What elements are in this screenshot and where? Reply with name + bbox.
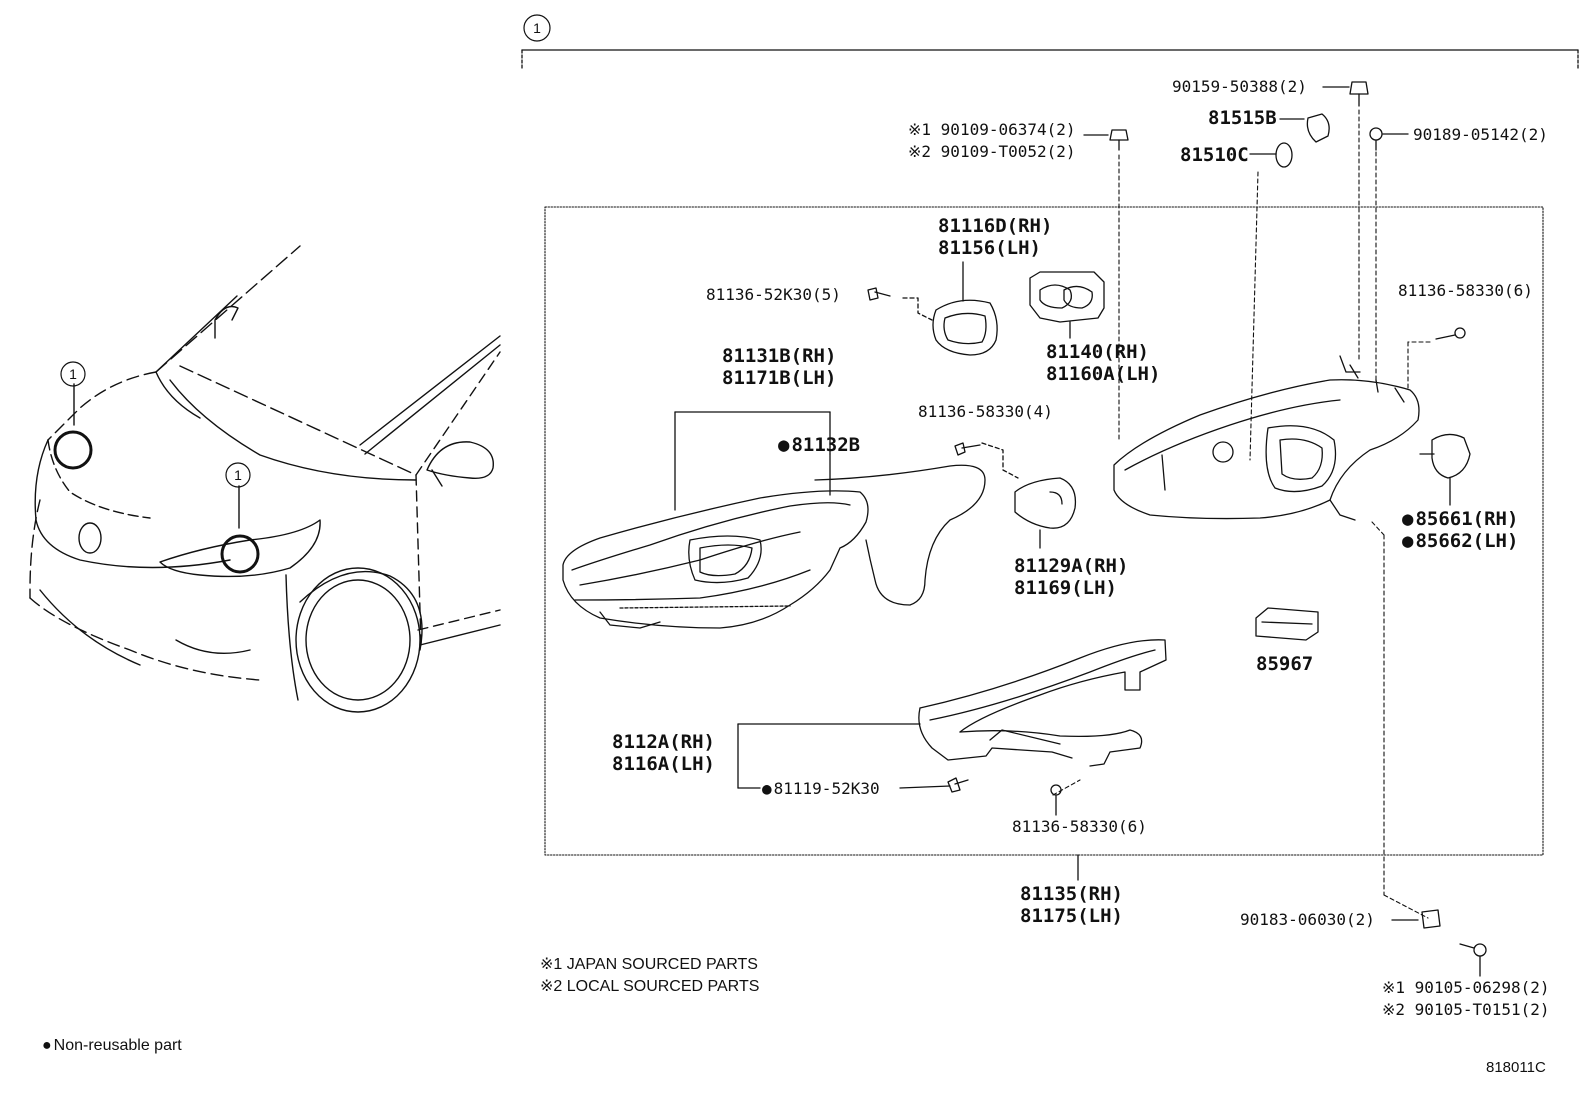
leveling-motor-drawing — [1419, 433, 1471, 506]
part-label-81136-58330-4: 81136-58330(4) — [918, 402, 1053, 421]
headlamp-location-front — [53, 430, 93, 470]
part-label-81136-58330-6-top: 81136-58330(6) — [1398, 281, 1533, 300]
part-label-81156: 81156(LH) — [938, 237, 1041, 259]
part-label-90109-local: ※2 90109-T0052(2) — [908, 142, 1076, 161]
part-label-90189: 90189-05142(2) — [1413, 125, 1548, 144]
part-label-81131b: 81131B(RH) — [722, 345, 837, 367]
bulb-81510c-drawing — [1249, 142, 1293, 168]
diagram-code: 818011C — [1486, 1059, 1546, 1076]
assembly-frame — [544, 206, 1544, 856]
screw-90159-drawing — [1322, 81, 1369, 107]
ref-number-top: 1 — [533, 20, 541, 36]
drl-drawing — [737, 639, 1167, 789]
part-label-90109-japan: ※1 90109-06374(2) — [908, 120, 1076, 139]
ref-circle-car-side — [225, 462, 251, 488]
screw-90109-drawing — [1083, 129, 1129, 151]
headlamp-housing-drawing — [562, 411, 986, 629]
screw-81119 — [947, 777, 969, 793]
part-label-81135: 81135(RH) — [1020, 883, 1123, 905]
part-label-81129a: 81129A(RH) — [1014, 555, 1129, 577]
part-label-85661: 85661(RH) — [1402, 509, 1518, 530]
bracket-drawing — [954, 442, 1077, 549]
part-label-90105-local: ※2 90105-T0151(2) — [1382, 1000, 1550, 1019]
part-label-81510c: 81510C — [1180, 144, 1249, 166]
module-drawing — [1029, 271, 1105, 339]
ref-number-car-front: 1 — [69, 366, 77, 382]
part-label-81119: 81119-52K30 — [762, 780, 880, 798]
screw-90105-drawing — [1459, 943, 1487, 977]
part-label-90159: 90159-50388(2) — [1172, 77, 1307, 96]
part-label-90105-japan: ※1 90105-06298(2) — [1382, 978, 1550, 997]
part-label-8116a: 8116A(LH) — [612, 753, 715, 775]
note-japan-sourced: ※1 JAPAN SOURCED PARTS — [540, 956, 758, 973]
part-label-81132b: 81132B — [778, 435, 860, 456]
part-label-81116d: 81116D(RH) — [938, 215, 1053, 237]
part-label-81169: 81169(LH) — [1014, 577, 1117, 599]
part-label-85967: 85967 — [1256, 653, 1314, 675]
bezel-drawing — [902, 261, 998, 356]
part-label-81171b: 81171B(LH) — [722, 367, 837, 389]
screw-81136-58330-bottom — [1050, 784, 1062, 816]
headlamp-rear-view-drawing — [1113, 355, 1420, 521]
part-label-81140: 81140(RH) — [1046, 341, 1149, 363]
control-unit-drawing — [1255, 607, 1319, 641]
ref-circle-top — [523, 14, 551, 42]
bulb-81515b-drawing — [1279, 113, 1330, 143]
assembly-bracket — [521, 49, 1579, 69]
note-local-sourced: ※2 LOCAL SOURCED PARTS — [540, 978, 760, 995]
part-label-90183: 90183-06030(2) — [1240, 910, 1375, 929]
part-label-85662: 85662(LH) — [1402, 531, 1518, 552]
part-label-81515b: 81515B — [1208, 107, 1277, 129]
part-label-81175: 81175(LH) — [1020, 905, 1123, 927]
car-illustration — [29, 245, 501, 713]
part-label-81136-58330-6-bottom: 81136-58330(6) — [1012, 817, 1147, 836]
part-label-81136-52k30: 81136-52K30(5) — [706, 285, 841, 304]
headlamp-location-side — [220, 534, 260, 574]
part-label-8112a: 8112A(RH) — [612, 731, 715, 753]
ref-circle-car-front — [60, 361, 86, 387]
part-label-81160a: 81160A(LH) — [1046, 363, 1161, 385]
screw-81136-52k30 — [867, 287, 891, 301]
ref-number-car-side: 1 — [234, 467, 242, 483]
screw-81136-58330-top-right — [1435, 327, 1466, 340]
screw-90189-drawing — [1369, 127, 1409, 151]
clip-90183-drawing — [1391, 909, 1441, 929]
legend-non-reusable: Non-reusable part — [42, 1036, 182, 1056]
